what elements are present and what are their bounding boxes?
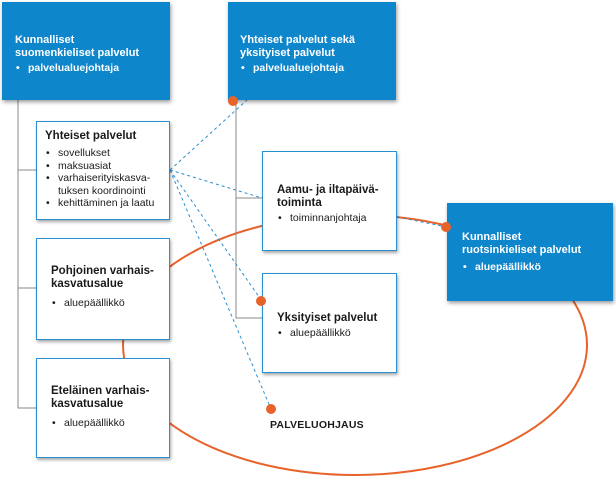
dashed-link-5	[396, 216, 448, 228]
box-yhteiset-ja-yksityiset-list: palvelualuejohtaja	[240, 62, 388, 75]
box-suomenkieliset-palvelut: Kunnalliset suomenkieliset palvelut palv…	[2, 2, 170, 100]
palveluohjaus-label: PALVELUOHJAUS	[270, 419, 364, 431]
middle-hierarchy-line	[235, 100, 262, 319]
box-ruotsinkieliset-title: Kunnalliset ruotsinkieliset palvelut	[462, 231, 582, 256]
dashed-link-3	[169, 169, 263, 302]
box-aamu-list: toiminnanjohtaja	[277, 212, 390, 225]
box-yhteiset-ja-yksityiset-item: palvelualuejohtaja	[240, 62, 388, 75]
box-suomenkieliset-item: palvelualuejohtaja	[15, 62, 160, 75]
box-pohjoinen-title: Pohjoinen varhais- kasvatusalue	[51, 265, 154, 290]
box-yksityiset-title: Yksityiset palvelut	[277, 312, 378, 324]
box-pohjoinen-item: aluepäällikkö	[51, 297, 163, 310]
box-aamu-item: toiminnanjohtaja	[277, 212, 390, 225]
box-pohjoinen-list: aluepäällikkö	[51, 297, 163, 310]
box-suomenkieliset-title: Kunnalliset suomenkieliset palvelut	[15, 34, 140, 59]
orange-dot-yksityiset	[256, 296, 266, 306]
box-ruotsinkieliset-list: aluepäällikkö	[462, 261, 605, 274]
box-pohjoinen-varhaiskasvatusalue: Pohjoinen varhais- kasvatusalue aluepääl…	[36, 238, 170, 340]
box-yhteiset-ja-yksityiset: Yhteiset palvelut sekä yksityiset palvel…	[228, 2, 396, 100]
box-yksityiset-item: aluepäällikkö	[277, 327, 390, 340]
orange-dot-palveluohjaus	[266, 404, 276, 414]
orange-dot-ruotsinkieliset	[441, 222, 451, 232]
box-suomenkieliset-list: palvelualuejohtaja	[15, 62, 160, 75]
box-yksityiset-list: aluepäällikkö	[277, 327, 390, 340]
dashed-link-4	[169, 169, 272, 410]
dashed-link-1	[169, 99, 248, 171]
box-etelainen-varhaiskasvatusalue: Eteläinen varhais- kasvatusalue aluepääl…	[36, 358, 170, 458]
box-etelainen-list: aluepäällikkö	[51, 417, 163, 430]
box-etelainen-title: Eteläinen varhais- kasvatusalue	[51, 385, 150, 410]
box-yhteiset-palvelut-item: varhaiserityiskasva- tuksen koordinointi	[45, 172, 163, 197]
box-yhteiset-palvelut-item: kehittäminen ja laatu	[45, 197, 163, 210]
box-ruotsinkieliset-item: aluepäällikkö	[462, 261, 605, 274]
box-yhteiset-palvelut-title: Yhteiset palvelut	[45, 130, 137, 142]
box-aamu-ja-iltapaivatoiminta: Aamu- ja iltapäivä- toiminta toiminnanjo…	[262, 151, 397, 251]
dashed-link-2	[169, 169, 263, 199]
left-hierarchy-line	[17, 100, 36, 409]
box-yksityiset-palvelut: Yksityiset palvelut aluepäällikkö	[262, 273, 397, 373]
box-yhteiset-palvelut-list: sovellukset maksuasiat varhaiserityiskas…	[45, 147, 163, 210]
box-etelainen-item: aluepäällikkö	[51, 417, 163, 430]
box-aamu-title: Aamu- ja iltapäivä- toiminta	[277, 184, 379, 209]
box-yhteiset-ja-yksityiset-title: Yhteiset palvelut sekä yksityiset palvel…	[240, 34, 355, 59]
box-ruotsinkieliset-palvelut: Kunnalliset ruotsinkieliset palvelut alu…	[447, 203, 613, 301]
box-yhteiset-palvelut-item: maksuasiat	[45, 160, 163, 173]
box-yhteiset-palvelut-item: sovellukset	[45, 147, 163, 160]
orange-dot-top	[228, 96, 238, 106]
box-yhteiset-palvelut: Yhteiset palvelut sovellukset maksuasiat…	[36, 121, 170, 220]
